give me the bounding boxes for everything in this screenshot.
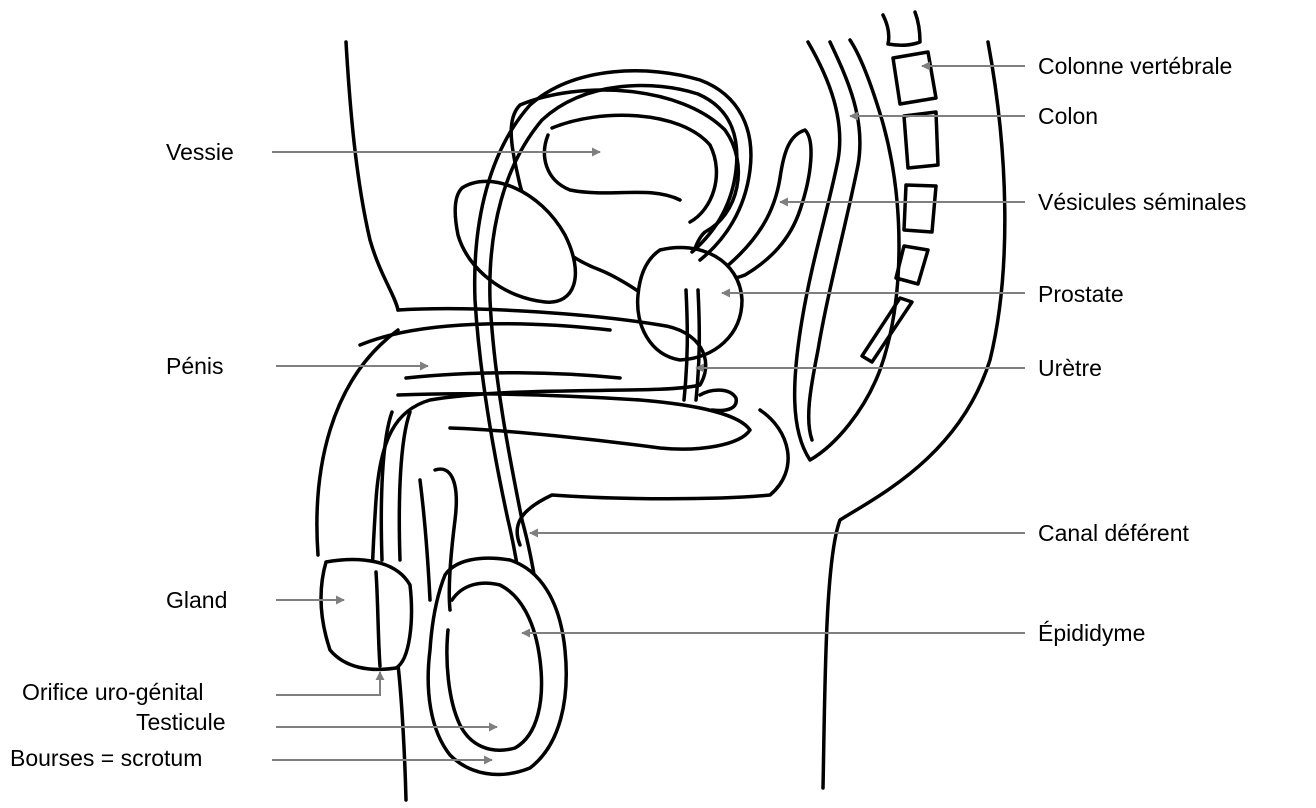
label-orifice: Orifice uro-génital [22,679,204,705]
label-colonne: Colonne vertébrale [1038,53,1232,79]
glans [321,560,411,670]
label-bourses: Bourses = scrotum [10,745,202,771]
label-vesicules: Vésicules séminales [1038,189,1246,215]
label-gland: Gland [166,587,227,613]
label-penis: Pénis [166,353,224,379]
label-epididyme: Épididyme [1038,620,1145,646]
leader-orifice [276,672,380,695]
scrotum [420,469,566,774]
label-vessie: Vessie [166,139,234,165]
label-prostate: Prostate [1038,281,1124,307]
colon [795,40,899,460]
label-testicule: Testicule [136,709,225,735]
label-canal: Canal déférent [1038,520,1189,546]
prostate [638,247,742,360]
label-uretre: Urètre [1038,355,1102,381]
spine [862,12,938,362]
label-colon: Colon [1038,103,1098,129]
